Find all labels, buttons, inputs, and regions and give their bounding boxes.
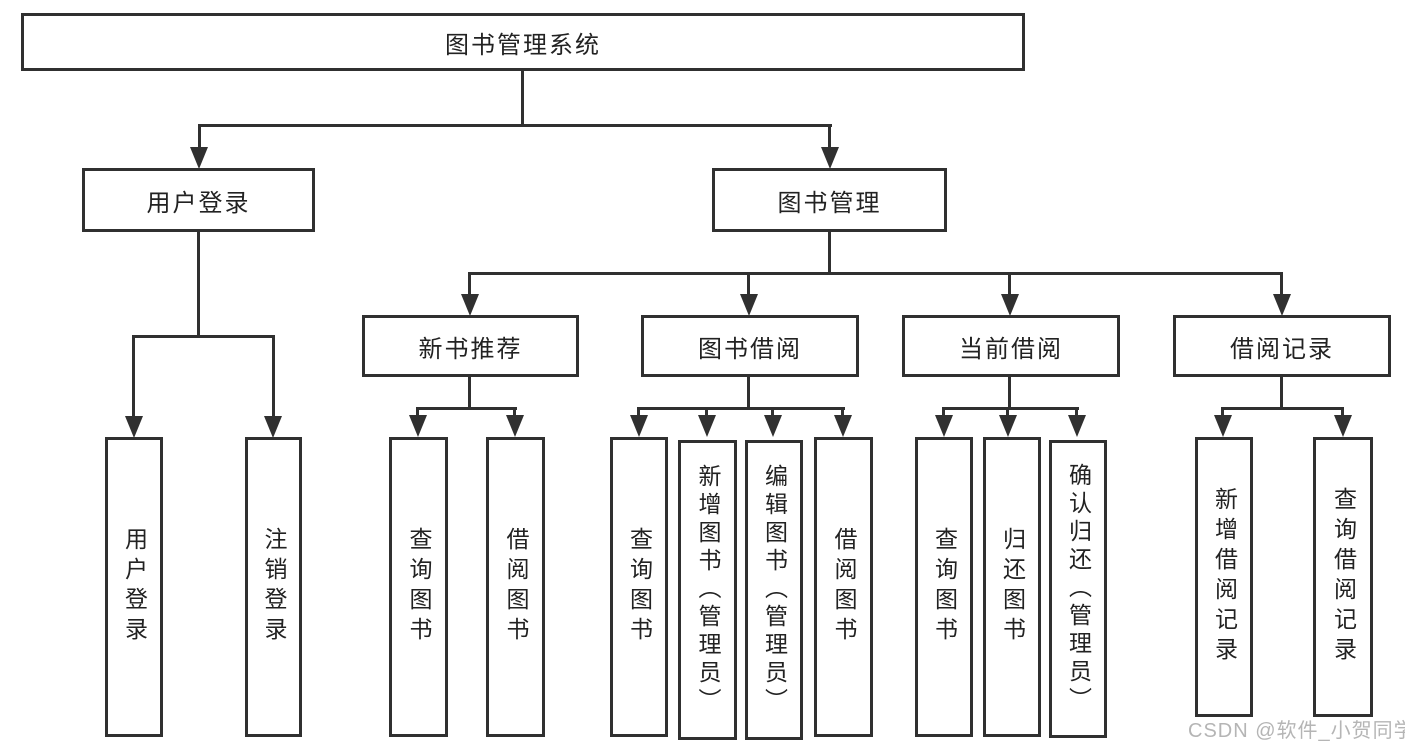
connector-groupB-down xyxy=(747,377,750,409)
arrowhead-book-management xyxy=(821,147,839,169)
leaf-current-confirm-return-admin: 确认归还（管理员） xyxy=(1049,440,1107,738)
connector-groupA-horizontal xyxy=(416,407,517,410)
leaf-borrow-query-books: 查询图书 xyxy=(610,437,668,737)
node-book-management: 图书管理 xyxy=(712,168,947,232)
arrowhead-groupA-leaf2 xyxy=(506,415,524,437)
connector-groupA-down xyxy=(468,377,471,409)
connector-level3-horizontal xyxy=(468,272,1283,275)
connector-book-borrow-stem xyxy=(747,272,750,296)
connector-borrow-records-stem xyxy=(1280,272,1283,296)
arrowhead-groupB-leaf2 xyxy=(698,415,716,437)
node-library-management-system: 图书管理系统 xyxy=(21,13,1025,71)
arrowhead-new-book-recommend xyxy=(461,294,479,316)
connector-user-login-down xyxy=(197,232,200,337)
arrowhead-leaf-login xyxy=(125,416,143,438)
connector-leaf-login-stem xyxy=(132,335,135,417)
connector-groupB-leaf3-stem xyxy=(771,407,774,417)
connector-current-borrow-stem xyxy=(1008,272,1011,296)
connector-groupB-leaf2-stem xyxy=(705,407,708,417)
arrowhead-book-borrow xyxy=(740,294,758,316)
connector-groupC-horizontal xyxy=(942,407,1079,410)
connector-groupC-leaf2-stem xyxy=(1006,407,1009,417)
connector-root-horizontal xyxy=(198,124,832,127)
arrowhead-groupB-leaf1 xyxy=(630,415,648,437)
connector-user-login-stem xyxy=(198,124,201,149)
connector-groupD-leaf2-stem xyxy=(1341,407,1344,417)
arrowhead-borrow-records xyxy=(1273,294,1291,316)
arrowhead-user-login xyxy=(190,147,208,169)
arrowhead-groupB-leaf4 xyxy=(834,415,852,437)
arrowhead-groupA-leaf1 xyxy=(409,415,427,437)
leaf-logout: 注销登录 xyxy=(245,437,302,737)
arrowhead-groupC-leaf1 xyxy=(935,415,953,437)
leaf-user-login: 用户登录 xyxy=(105,437,163,737)
node-borrow-records: 借阅记录 xyxy=(1173,315,1391,377)
csdn-watermark: CSDN @软件_小贺同学 xyxy=(1188,720,1405,742)
connector-groupB-leaf4-stem xyxy=(841,407,844,417)
leaf-borrow-borrow-books: 借阅图书 xyxy=(814,437,873,737)
connector-groupB-horizontal xyxy=(637,407,845,410)
connector-new-book-stem xyxy=(468,272,471,296)
arrowhead-groupC-leaf3 xyxy=(1068,415,1086,437)
leaf-records-query-record: 查询借阅记录 xyxy=(1313,437,1373,717)
connector-groupD-leaf1-stem xyxy=(1221,407,1224,417)
leaf-borrow-edit-books-admin: 编辑图书（管理员） xyxy=(745,440,803,740)
leaf-borrow-add-books-admin: 新增图书（管理员） xyxy=(678,440,737,740)
leaf-records-add-record: 新增借阅记录 xyxy=(1195,437,1253,717)
leaf-new-borrow-books: 借阅图书 xyxy=(486,437,545,737)
connector-groupC-leaf3-stem xyxy=(1075,407,1078,417)
node-current-borrow: 当前借阅 xyxy=(902,315,1120,377)
connector-book-management-down xyxy=(828,232,831,274)
arrowhead-groupD-leaf2 xyxy=(1334,415,1352,437)
connector-groupD-down xyxy=(1280,377,1283,409)
connector-leaf-logout-stem xyxy=(272,335,275,417)
node-user-login: 用户登录 xyxy=(82,168,315,232)
node-new-book-recommend: 新书推荐 xyxy=(362,315,579,377)
leaf-current-return-books: 归还图书 xyxy=(983,437,1041,737)
connector-groupD-horizontal xyxy=(1221,407,1344,410)
leaf-new-query-books: 查询图书 xyxy=(389,437,448,737)
arrowhead-groupB-leaf3 xyxy=(764,415,782,437)
arrowhead-current-borrow xyxy=(1001,294,1019,316)
arrowhead-leaf-logout xyxy=(264,416,282,438)
arrowhead-groupC-leaf2 xyxy=(999,415,1017,437)
node-book-borrow: 图书借阅 xyxy=(641,315,859,377)
connector-user-login-horizontal xyxy=(133,335,274,338)
connector-groupB-leaf1-stem xyxy=(637,407,640,417)
connector-groupA-leaf1-stem xyxy=(416,407,419,417)
connector-groupC-leaf1-stem xyxy=(942,407,945,417)
leaf-current-query-books: 查询图书 xyxy=(915,437,973,737)
connector-book-management-stem xyxy=(828,124,831,149)
connector-groupA-leaf2-stem xyxy=(513,407,516,417)
connector-root-stem xyxy=(521,71,524,124)
connector-groupC-down xyxy=(1008,377,1011,409)
arrowhead-groupD-leaf1 xyxy=(1214,415,1232,437)
